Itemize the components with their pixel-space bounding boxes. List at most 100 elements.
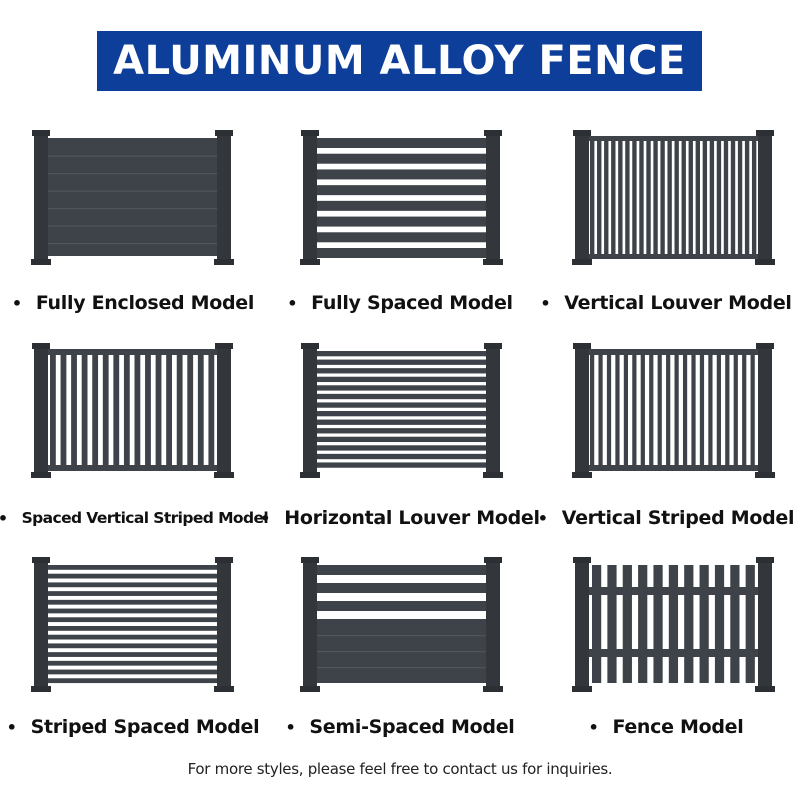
vertical-slat — [742, 355, 747, 465]
post-cap — [301, 130, 319, 136]
post-cap — [301, 557, 319, 563]
post-cap — [32, 343, 50, 349]
fence-post-right — [217, 345, 231, 477]
vertical-slat — [102, 355, 109, 465]
vertical-slat — [657, 355, 662, 465]
fence-image-picket — [572, 557, 775, 692]
picket — [653, 565, 663, 683]
horizontal-slat — [317, 138, 486, 148]
top-rail — [589, 136, 758, 141]
fence-image-fully-spaced — [300, 130, 503, 265]
picket — [730, 565, 740, 683]
post-base — [300, 472, 320, 478]
vertical-slat — [134, 355, 141, 465]
picket — [714, 565, 725, 683]
vertical-slat — [81, 355, 88, 465]
post-cap — [32, 557, 50, 563]
louver-slat — [317, 453, 486, 460]
vertical-slat — [691, 355, 696, 465]
post-base — [755, 259, 775, 265]
picket — [592, 565, 602, 683]
fence-image-semi-spaced — [300, 557, 503, 692]
vertical-slat — [750, 355, 755, 465]
vertical-slat — [176, 355, 183, 465]
model-card-striped-spaced[interactable]: • Striped Spaced Model — [0, 550, 266, 750]
post-cap — [756, 343, 774, 349]
vertical-slat — [71, 355, 77, 465]
model-card-fully-enclosed[interactable]: • Fully Enclosed Model — [0, 120, 266, 320]
page-title: ALUMINUM ALLOY FENCE — [113, 38, 686, 84]
vertical-slat — [682, 355, 688, 465]
panel-seam — [48, 155, 217, 157]
post-base — [483, 472, 503, 478]
fence-post-left — [575, 345, 589, 477]
vertical-slat — [632, 355, 637, 465]
panel-seam — [48, 190, 217, 192]
louver-slat — [317, 411, 486, 417]
vertical-louver-slat — [646, 141, 651, 254]
bullet-icon: • — [260, 508, 271, 528]
vertical-louver-slat — [604, 141, 609, 254]
louver-slat — [317, 368, 486, 374]
louver-slat — [317, 445, 486, 451]
vertical-slat — [155, 355, 162, 465]
vertical-slat — [598, 355, 603, 465]
louver-slat — [317, 385, 486, 391]
panel-seam — [317, 651, 486, 653]
picket — [699, 565, 709, 683]
horizontal-slat — [317, 232, 486, 243]
louver-slat — [317, 462, 486, 468]
model-card-horizontal-louver[interactable]: • Horizontal Louver Model — [260, 335, 540, 535]
vertical-louver-slat — [695, 141, 700, 254]
fence-image-striped-spaced — [31, 557, 234, 692]
panel-seam — [317, 635, 486, 637]
vertical-louver-slat — [737, 141, 743, 254]
model-label: Striped Spaced Model — [30, 716, 260, 738]
model-label: Vertical Striped Model — [561, 507, 795, 529]
model-card-vertical-striped[interactable]: • Vertical Striped Model — [533, 335, 799, 535]
fence-post-left — [303, 132, 317, 264]
fence-post-right — [486, 132, 500, 264]
horizontal-slat — [48, 582, 217, 588]
louver-slat — [317, 419, 486, 425]
vertical-louver-slat — [709, 141, 715, 254]
post-base — [572, 259, 592, 265]
model-card-fully-spaced[interactable]: • Fully Spaced Model — [267, 120, 533, 320]
top-rail — [48, 349, 217, 355]
vertical-louver-slat — [744, 141, 750, 254]
model-card-vertical-louver[interactable]: • Vertical Louver Model — [533, 120, 799, 320]
bullet-icon: • — [537, 508, 548, 528]
panel-seam — [48, 173, 217, 175]
post-cap — [484, 557, 502, 563]
model-label: Fully Enclosed Model — [35, 292, 255, 314]
vertical-slat — [699, 355, 705, 465]
horizontal-slat — [317, 185, 486, 196]
post-base — [300, 686, 320, 692]
model-card-spaced-vertical-striped[interactable]: • Spaced Vertical Striped Model — [0, 335, 269, 535]
model-label: Fence Model — [612, 716, 744, 738]
vertical-louver-slat — [674, 141, 679, 254]
vertical-slat — [615, 355, 620, 465]
vertical-slat — [666, 355, 671, 465]
vertical-louver-slat — [751, 141, 757, 254]
model-card-semi-spaced[interactable]: • Semi-Spaced Model — [267, 550, 533, 750]
bottom-rail — [589, 465, 758, 471]
horizontal-slat — [317, 248, 486, 258]
fence-post-right — [758, 132, 772, 264]
vertical-slat — [208, 355, 215, 465]
bottom-rail — [48, 465, 217, 471]
vertical-slat — [145, 355, 151, 465]
vertical-louver-slat — [597, 141, 602, 254]
fence-image-spaced-vertical-striped — [31, 343, 234, 478]
contact-note: For more styles, please feel free to con… — [187, 760, 613, 778]
horizontal-slat — [317, 200, 486, 211]
spaced-slat — [317, 565, 486, 575]
horizontal-slat — [48, 626, 217, 631]
model-card-picket[interactable]: • Fence Model — [533, 550, 799, 750]
vertical-louver-slat — [681, 141, 686, 254]
picket — [622, 565, 632, 683]
louver-slat — [317, 351, 486, 357]
horizontal-slat — [48, 634, 217, 640]
model-label: Semi-Spaced Model — [309, 716, 515, 738]
post-cap — [573, 130, 591, 136]
